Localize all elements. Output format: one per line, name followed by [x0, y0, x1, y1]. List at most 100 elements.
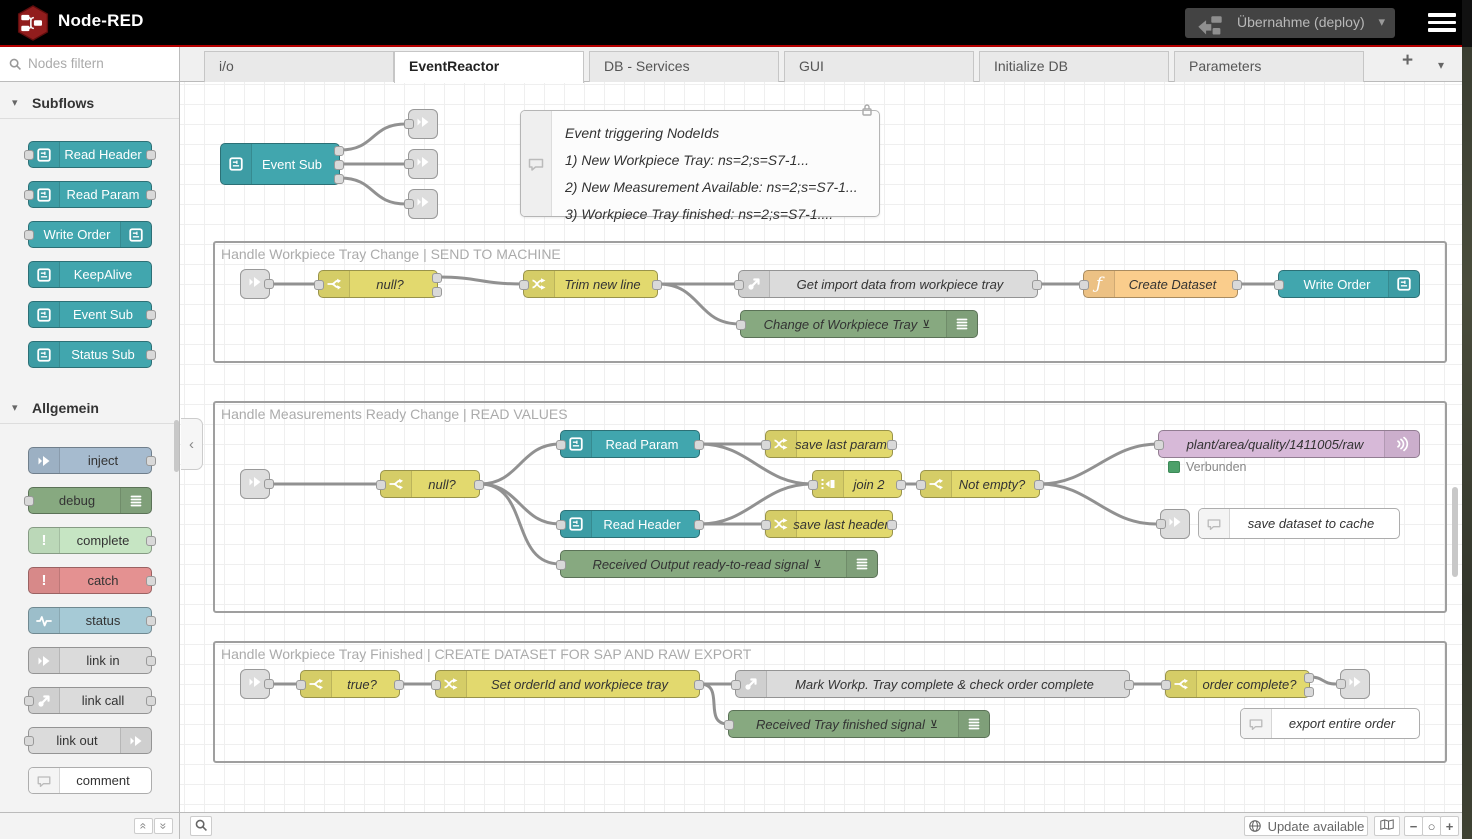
zoom-reset-button[interactable]: ○ [1422, 816, 1441, 836]
output-port[interactable] [694, 680, 704, 690]
port[interactable] [146, 696, 156, 706]
main-menu-icon[interactable] [1428, 13, 1456, 33]
input-port[interactable] [404, 159, 414, 169]
canvas-search-button[interactable] [190, 816, 212, 836]
palette-expand-all-button[interactable]: » [154, 818, 173, 834]
input-port[interactable] [376, 480, 386, 490]
port[interactable] [24, 736, 34, 746]
input-port[interactable] [731, 680, 741, 690]
deploy-caret-icon[interactable]: ▾ [1378, 14, 1385, 29]
node-subflow-read-header[interactable]: Read Header [556, 510, 704, 538]
node-function-create-dataset[interactable]: ƒ Create Dataset [1079, 270, 1242, 298]
output-port[interactable] [432, 287, 442, 297]
node-debug-change-tray[interactable]: Change of Workpiece Tray⊻ [736, 310, 978, 338]
port[interactable] [146, 576, 156, 586]
input-port[interactable] [1154, 440, 1164, 450]
input-port[interactable] [431, 680, 441, 690]
output-port[interactable] [1034, 480, 1044, 490]
tab-gui[interactable]: GUI [784, 51, 974, 82]
output-port[interactable] [264, 279, 274, 289]
canvas-scrollbar[interactable] [1452, 487, 1458, 577]
output-port[interactable] [1304, 673, 1314, 683]
palette-collapse-all-button[interactable]: « [134, 818, 153, 834]
debug-indicator-icon[interactable]: ⊻ [929, 718, 938, 731]
group-tray-finished[interactable]: Handle Workpiece Tray Finished | CREATE … [213, 641, 1447, 763]
update-available-button[interactable]: Update available [1244, 816, 1368, 836]
input-port[interactable] [916, 480, 926, 490]
output-port[interactable] [264, 679, 274, 689]
output-port[interactable] [1232, 280, 1242, 290]
add-flow-button[interactable]: + [1402, 50, 1414, 71]
palette-node-catch[interactable]: ! catch [28, 567, 156, 594]
input-port[interactable] [404, 119, 414, 129]
port[interactable] [146, 190, 156, 200]
flow-canvas[interactable]: Handle Workpiece Tray Change | SEND TO M… [180, 82, 1462, 812]
input-port[interactable] [808, 480, 818, 490]
output-port[interactable] [652, 280, 662, 290]
flow-list-button[interactable]: ▾ [1438, 58, 1445, 72]
palette-scrollbar[interactable] [174, 420, 179, 472]
tab-parameters[interactable]: Parameters [1174, 51, 1364, 82]
output-port[interactable] [264, 479, 274, 489]
palette-node-link-in[interactable]: link in [28, 647, 156, 674]
node-link-out[interactable] [404, 189, 438, 219]
node-link-out[interactable] [1156, 509, 1190, 539]
port[interactable] [146, 616, 156, 626]
node-switch-not-empty[interactable]: Not empty? [916, 470, 1044, 498]
palette-search[interactable]: Nodes filtern [0, 47, 180, 82]
output-port[interactable] [394, 680, 404, 690]
port[interactable] [146, 456, 156, 466]
tab-db-services[interactable]: DB - Services [589, 51, 779, 82]
palette-node-link-call[interactable]: link call [24, 687, 156, 714]
port[interactable] [146, 350, 156, 360]
input-port[interactable] [556, 440, 566, 450]
palette-node-read-header[interactable]: Read Header [24, 141, 156, 168]
node-debug-received-tray[interactable]: Received Tray finished signal⊻ [724, 710, 990, 738]
input-port[interactable] [724, 720, 734, 730]
output-port[interactable] [694, 440, 704, 450]
node-join-2[interactable]: join 2 [808, 470, 906, 498]
output-port[interactable] [334, 146, 344, 156]
node-link-call-mark-workp[interactable]: Mark Workp. Tray complete & check order … [731, 670, 1134, 698]
output-port[interactable] [896, 480, 906, 490]
input-port[interactable] [556, 520, 566, 530]
node-link-out[interactable] [404, 109, 438, 139]
output-port[interactable] [334, 174, 344, 184]
output-port[interactable] [694, 520, 704, 530]
port[interactable] [24, 150, 34, 160]
palette-node-comment[interactable]: comment [28, 767, 152, 794]
port[interactable] [24, 230, 34, 240]
port[interactable] [24, 696, 34, 706]
node-change-save-last-param[interactable]: save last param [761, 430, 897, 458]
output-port[interactable] [1304, 687, 1314, 697]
port[interactable] [146, 656, 156, 666]
palette-node-write-order[interactable]: Write Order [24, 221, 152, 248]
node-link-out[interactable] [404, 149, 438, 179]
tab-eventreactor[interactable]: EventReactor [394, 51, 584, 83]
node-switch-true[interactable]: true? [296, 670, 404, 698]
node-link-out[interactable] [1336, 669, 1370, 699]
group-send-to-machine[interactable]: Handle Workpiece Tray Change | SEND TO M… [213, 241, 1447, 363]
minimap-button[interactable] [1374, 816, 1400, 836]
output-port[interactable] [1124, 680, 1134, 690]
node-switch-null2[interactable]: null? [376, 470, 484, 498]
comment-node-export-order[interactable]: export entire order [1240, 708, 1420, 739]
palette-collapse-button[interactable]: ‹ [181, 418, 203, 470]
palette-node-inject[interactable]: inject [28, 447, 156, 474]
port[interactable] [146, 150, 156, 160]
comment-node-event-ids[interactable]: Event triggering NodeIds 1) New Workpiec… [520, 104, 880, 222]
debug-indicator-icon[interactable]: ⊻ [922, 318, 931, 331]
input-port[interactable] [1274, 280, 1284, 290]
palette-node-debug[interactable]: debug [24, 487, 152, 514]
port[interactable] [24, 190, 34, 200]
output-port[interactable] [432, 273, 442, 283]
palette-node-event-sub[interactable]: Event Sub [28, 301, 156, 328]
tab-initialize-db[interactable]: Initialize DB [979, 51, 1169, 82]
node-link-in[interactable] [240, 469, 274, 499]
node-link-call-get-import[interactable]: Get import data from workpiece tray [734, 270, 1042, 298]
input-port[interactable] [314, 280, 324, 290]
port[interactable] [24, 496, 34, 506]
node-event-sub[interactable]: Event Sub [220, 143, 344, 185]
group-read-values[interactable]: Handle Measurements Ready Change | READ … [213, 401, 1447, 613]
input-port[interactable] [1156, 519, 1166, 529]
